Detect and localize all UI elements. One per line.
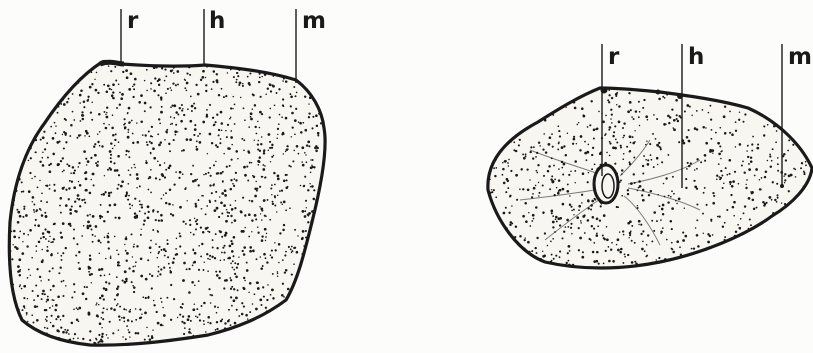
right-label-h: h [688, 44, 704, 70]
right-label-r: r [608, 44, 620, 70]
right-label-point-m [780, 184, 784, 188]
right-label-m: m [788, 44, 812, 70]
left-label-h: h [209, 8, 225, 34]
right-specimen-scar [594, 165, 618, 204]
left-label-r: r [127, 8, 139, 34]
left-specimen: r h m [7, 8, 329, 351]
left-label-m: m [302, 8, 326, 34]
right-specimen-body [488, 88, 812, 268]
right-specimen: r h m [485, 44, 813, 275]
